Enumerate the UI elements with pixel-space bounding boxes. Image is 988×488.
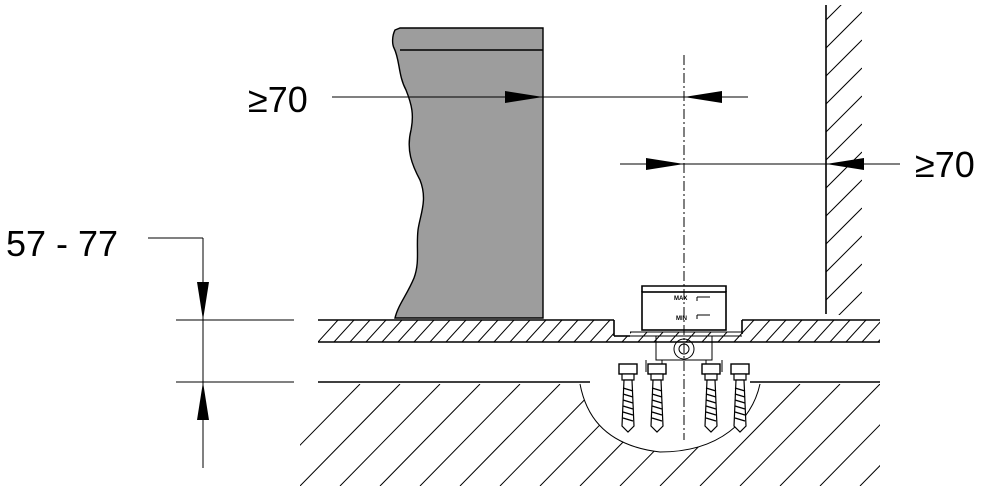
hatch-line (826, 320, 862, 356)
hatch-line (605, 320, 627, 342)
hatch-line (877, 320, 880, 342)
anchor-bolt (701, 363, 721, 433)
hatch-line (859, 384, 880, 486)
dimension-right-arrow-right (826, 158, 864, 170)
concrete-slab (300, 381, 988, 486)
dimension-top-arrow-right (684, 91, 722, 103)
hatch-line (637, 320, 659, 342)
hatch-line (300, 384, 361, 486)
hatch-line (365, 320, 387, 342)
hatch-line (826, 123, 862, 161)
hatch-line (894, 320, 914, 342)
hatch-line (749, 320, 771, 342)
hatch-line (781, 320, 803, 342)
hatch-line (669, 320, 691, 342)
hatch-line (300, 384, 401, 486)
hatch-line (826, 207, 862, 245)
hatch-line (381, 320, 403, 342)
hatch-line (445, 320, 467, 342)
min-mark-label: MIN (676, 316, 687, 322)
hatch-line (826, 179, 862, 217)
hatch-line (739, 384, 841, 486)
floor-screed (318, 319, 914, 343)
hatch-line (653, 320, 675, 342)
hatch-line (826, 5, 842, 21)
hatch-line (829, 320, 851, 342)
hatch-line (318, 320, 339, 342)
hatch-line (557, 320, 579, 342)
hatch-line (699, 384, 801, 486)
hatch-line (717, 320, 739, 342)
hatch-line (685, 320, 707, 342)
hatch-line (845, 320, 867, 342)
hatch-line (940, 384, 988, 486)
hatch-line (826, 95, 862, 133)
hatch-line (493, 320, 515, 342)
hatch-line (379, 384, 481, 486)
hatch-line (333, 320, 355, 342)
anchor-bolt (618, 363, 638, 433)
hatch-line (779, 384, 880, 486)
anchor-bolt (647, 363, 667, 433)
hatch-line (765, 320, 787, 342)
hatch-line (826, 235, 862, 273)
hatch-line (621, 320, 643, 342)
anchor-bolt (730, 363, 750, 433)
max-mark-label: MAX (674, 296, 687, 302)
hatch-line (573, 320, 595, 342)
hatch-line (826, 11, 862, 49)
hatch-line (838, 291, 862, 315)
hatch-line (525, 320, 547, 342)
dimension-height: 57 - 77 (6, 223, 294, 468)
dimension-top-label: ≥70 (248, 79, 308, 120)
dimension-height-label: 57 - 77 (6, 223, 118, 264)
hatch-line (459, 384, 561, 486)
hatch-line (419, 384, 521, 486)
hatch-line (429, 320, 451, 342)
hatch-line (461, 320, 483, 342)
hatch-line (819, 384, 880, 486)
hatch-line (413, 320, 435, 342)
right-wall (825, 5, 862, 356)
furniture-panel (391, 27, 544, 319)
hatch-line (900, 384, 988, 486)
hatch-line (589, 320, 611, 342)
dimension-right-label: ≥70 (915, 144, 975, 185)
hatch-line (541, 320, 563, 342)
hatch-line (733, 320, 755, 342)
dimension-top-arrow-left (505, 91, 543, 103)
dimension-height-arrow-bottom (197, 382, 209, 420)
dimension-right: ≥70 (620, 144, 975, 185)
hatch-line (826, 263, 862, 301)
dimension-right-arrow-left (646, 158, 684, 170)
hatch-line (826, 39, 862, 77)
hatch-line (339, 384, 441, 486)
hatch-line (826, 67, 862, 105)
hatch-line (509, 320, 531, 342)
mounting-box: MAX MIN (630, 285, 742, 372)
dimension-height-arrow-top (197, 282, 209, 320)
hatch-line (397, 320, 419, 342)
anchor-bolts (618, 363, 750, 433)
hatch-line (349, 320, 371, 342)
hatch-line (619, 384, 721, 486)
hatch-line (813, 320, 835, 342)
hatch-line (861, 320, 880, 342)
hatch-line (797, 320, 819, 342)
hatch-line (826, 151, 862, 189)
hatch-line (477, 320, 499, 342)
hatch-line (499, 384, 601, 486)
dimension-top: ≥70 (248, 79, 748, 120)
